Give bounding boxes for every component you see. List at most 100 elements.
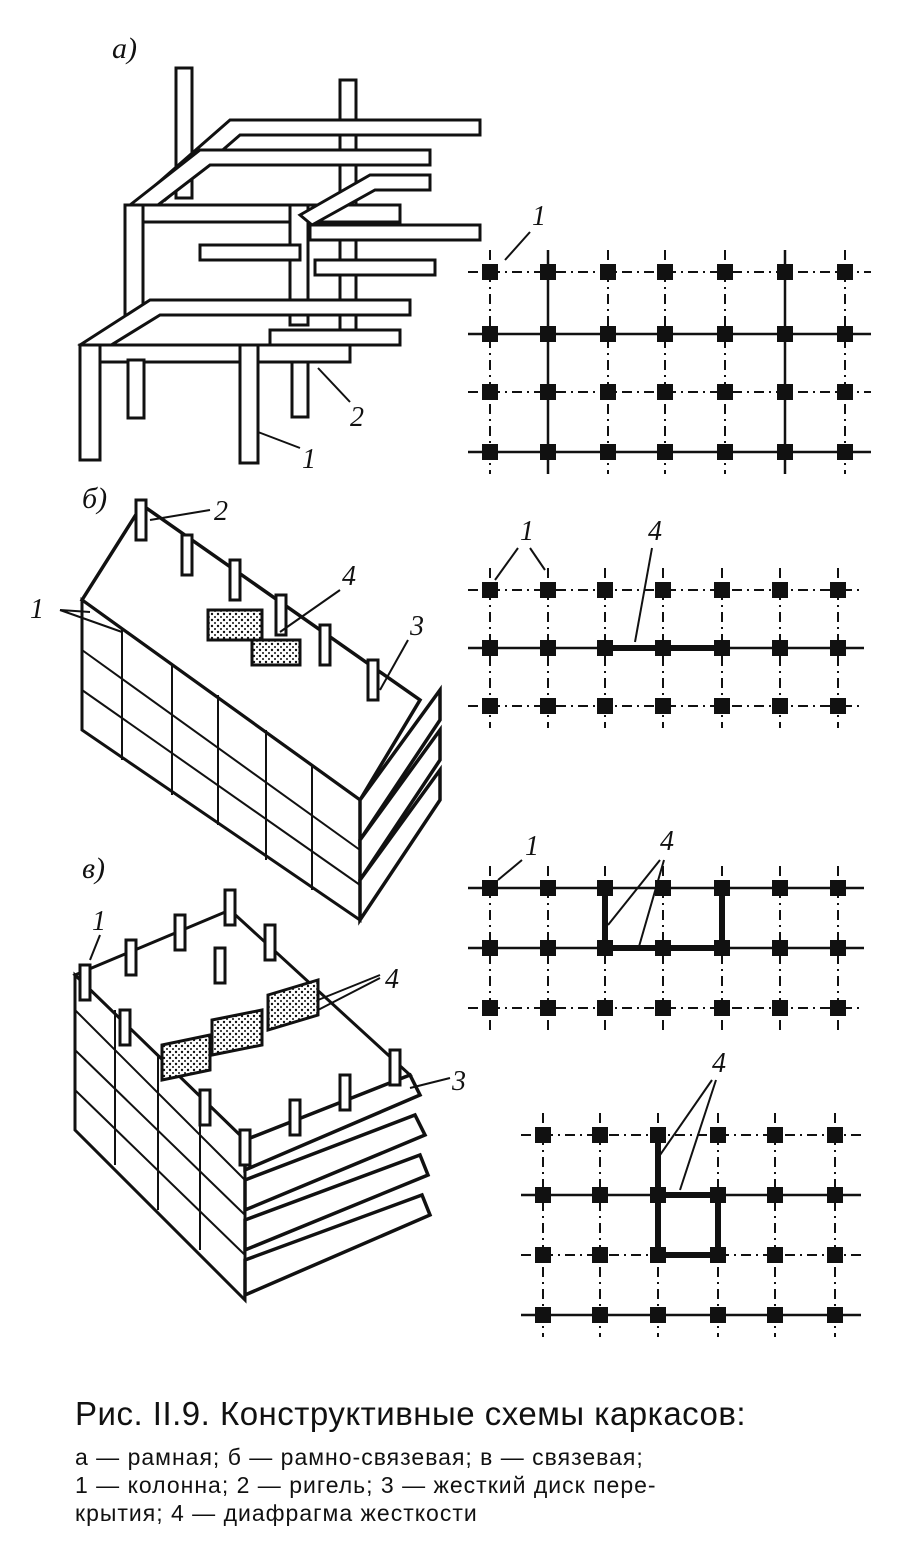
- plan-column-node: [714, 582, 730, 598]
- plan-column-node: [772, 640, 788, 656]
- plan-column-node: [714, 940, 730, 956]
- plan-column-node: [600, 326, 616, 342]
- plan-column-node: [717, 264, 733, 280]
- plan-column-node: [657, 326, 673, 342]
- column-front-mid: [238, 343, 260, 465]
- construction-schemes-figure: а) 1 2: [30, 32, 871, 1337]
- plan-a-grid: [468, 250, 871, 474]
- plan-column-node: [540, 698, 556, 714]
- plan-c1-label-1: 1: [525, 831, 539, 862]
- plan-column-node: [535, 1247, 551, 1263]
- plan-column-node: [540, 326, 556, 342]
- plan-c1-label-4: 4: [660, 826, 674, 857]
- plan-column-node: [710, 1187, 726, 1203]
- plan-column-node: [767, 1187, 783, 1203]
- label-columns-b: 1: [30, 594, 44, 625]
- label-slab-b: 3: [409, 611, 424, 642]
- plan-column-node: [650, 1127, 666, 1143]
- caption-line-1: а — рамная; б — рамно-связевая; в — связ…: [75, 1444, 644, 1470]
- plan-column-node: [767, 1307, 783, 1323]
- plan-column-node: [827, 1127, 843, 1143]
- plan-column-node: [714, 698, 730, 714]
- label-girder-b: 2: [214, 496, 228, 527]
- panel-b-letter: б): [82, 482, 107, 515]
- plan-column-node: [600, 384, 616, 400]
- plan-column-node: [827, 1307, 843, 1323]
- plan-column-node: [597, 940, 613, 956]
- plan-b-label-4: 4: [648, 516, 662, 547]
- plan-column-node: [767, 1127, 783, 1143]
- plan-column-node: [767, 1247, 783, 1263]
- plan-column-node: [777, 444, 793, 460]
- plan-column-node: [650, 1307, 666, 1323]
- frame-lower-level: [77, 298, 412, 465]
- plan-column-node: [830, 698, 846, 714]
- plan-column-node: [837, 444, 853, 460]
- frame-top-level: [123, 118, 482, 327]
- plan-column-node: [837, 264, 853, 280]
- plan-column-node: [592, 1187, 608, 1203]
- plan-column-node: [710, 1127, 726, 1143]
- plan-c2-label-4: 4: [712, 1048, 726, 1079]
- plan-c1-grid: [468, 866, 864, 1030]
- plan-column-node: [714, 640, 730, 656]
- plan-column-node: [540, 640, 556, 656]
- plan-column-node: [837, 384, 853, 400]
- label-slab-c: 3: [451, 1066, 466, 1097]
- plan-column-node: [597, 582, 613, 598]
- plan-c2-grid: [521, 1113, 861, 1337]
- plan-column-node: [597, 1000, 613, 1016]
- panel-b-frame-drawing: б) 2 1 4 3: [30, 482, 442, 926]
- label-column: 1: [302, 444, 316, 475]
- plan-column-node: [540, 444, 556, 460]
- plan-column-node: [600, 264, 616, 280]
- plan-column-node: [535, 1307, 551, 1323]
- plan-column-node: [655, 582, 671, 598]
- label-column-c: 1: [92, 906, 106, 937]
- plan-column-node: [592, 1247, 608, 1263]
- plan-column-node: [535, 1127, 551, 1143]
- panel-c-frame-drawing: в) 1 4 3: [72, 852, 466, 1304]
- plan-column-node: [655, 880, 671, 896]
- plan-column-node: [592, 1127, 608, 1143]
- figure-caption: Рис. II.9. Конструктивные схемы каркасов…: [75, 1395, 865, 1527]
- plan-column-node: [772, 940, 788, 956]
- plan-column-node: [710, 1307, 726, 1323]
- plan-column-node: [772, 1000, 788, 1016]
- label-girder: 2: [350, 402, 364, 433]
- plan-column-node: [827, 1247, 843, 1263]
- plan-column-node: [482, 640, 498, 656]
- plan-column-node: [482, 264, 498, 280]
- caption-line-3: крытия; 4 — диафрагма жесткости: [75, 1500, 478, 1526]
- plan-column-node: [830, 880, 846, 896]
- plan-column-node: [657, 264, 673, 280]
- plan-column-node: [717, 384, 733, 400]
- plan-column-node: [830, 1000, 846, 1016]
- label-diaphragm-c: 4: [385, 964, 399, 995]
- plan-column-node: [830, 940, 846, 956]
- plan-column-node: [830, 582, 846, 598]
- plan-column-node: [655, 640, 671, 656]
- plan-column-node: [482, 326, 498, 342]
- plan-column-node: [714, 1000, 730, 1016]
- panel-a-letter: а): [112, 32, 137, 65]
- plan-column-node: [540, 880, 556, 896]
- plan-column-node: [657, 384, 673, 400]
- plan-column-node: [482, 582, 498, 598]
- plan-b-label-1: 1: [520, 516, 534, 547]
- plan-column-node: [837, 326, 853, 342]
- plan-column-node: [597, 880, 613, 896]
- plan-column-node: [777, 264, 793, 280]
- plan-column-node: [482, 698, 498, 714]
- label-diaphragm-b: 4: [342, 561, 356, 592]
- column-front-left: [78, 343, 102, 462]
- plan-column-node: [540, 264, 556, 280]
- plan-column-node: [714, 880, 730, 896]
- caption-title: Рис. II.9. Конструктивные схемы каркасов…: [75, 1395, 747, 1432]
- plan-column-node: [600, 444, 616, 460]
- plan-column-node: [657, 444, 673, 460]
- plan-column-node: [482, 880, 498, 896]
- panel-c-letter: в): [82, 852, 105, 885]
- plan-column-node: [482, 384, 498, 400]
- plan-column-node: [597, 640, 613, 656]
